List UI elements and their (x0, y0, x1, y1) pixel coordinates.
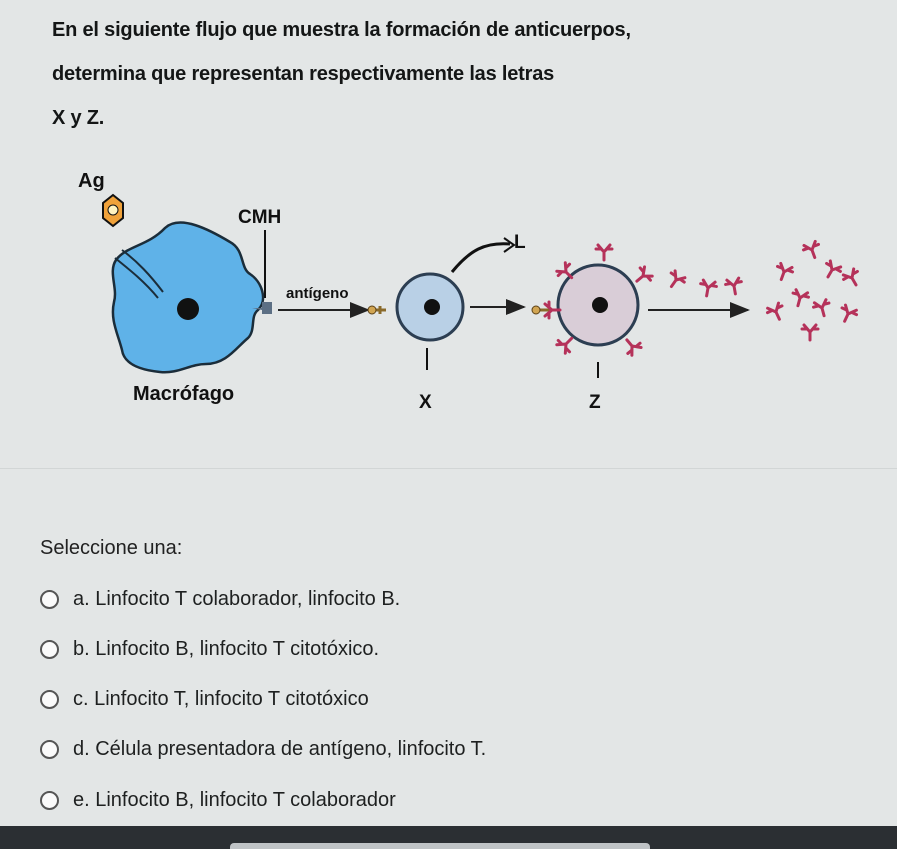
option-a[interactable]: a. Linfocito T colaborador, linfocito B. (40, 584, 400, 614)
surface-antibody-icon (555, 261, 574, 280)
radio-option-d[interactable] (40, 739, 59, 759)
cell-x-nucleus (424, 299, 440, 315)
option-d-label[interactable]: d. Célula presentadora de antígeno, linf… (73, 737, 487, 760)
surface-antibody-icon (625, 338, 643, 357)
label-cmh: CMH (238, 207, 281, 228)
surface-antibody-icon (635, 265, 654, 283)
surface-antibody-icon (555, 336, 574, 355)
released-antibodies (669, 239, 859, 342)
question-text: En el siguiente flujo que muestra la for… (52, 8, 852, 140)
option-c-label[interactable]: c. Linfocito T, linfocito T citotóxico (73, 687, 369, 710)
option-d[interactable]: d. Célula presentadora de antígeno, linf… (40, 734, 486, 764)
select-prompt: Seleccione una: (40, 537, 183, 559)
label-l: L (514, 232, 526, 253)
macrophage-nucleus (177, 298, 199, 320)
free-antibody-icon (841, 267, 859, 287)
radio-option-e[interactable] (40, 790, 59, 810)
option-e[interactable]: e. Linfocito B, linfocito T colaborador (40, 785, 396, 815)
free-antibody-icon (840, 303, 859, 323)
question-line-1: En el siguiente flujo que muestra la for… (52, 19, 631, 41)
label-macrofago: Macrófago (133, 383, 234, 405)
surface-antibody-icon (594, 243, 614, 262)
free-antibody-icon (765, 301, 784, 321)
free-antibody-icon (724, 276, 743, 296)
free-antibody-icon (825, 259, 843, 279)
antibody-formation-diagram: Ag CMH antígeno X L Z Macrófago (78, 170, 859, 413)
free-antibody-icon (699, 278, 718, 298)
macrophage-cell (111, 221, 265, 374)
radio-option-a[interactable] (40, 589, 59, 609)
free-antibody-icon (669, 269, 687, 289)
surface-antibody-icon (543, 300, 562, 320)
option-e-label[interactable]: e. Linfocito B, linfocito T colaborador (73, 788, 396, 811)
arrow-to-l (450, 242, 511, 273)
option-a-label[interactable]: a. Linfocito T colaborador, linfocito B. (73, 587, 401, 610)
option-c[interactable]: c. Linfocito T, linfocito T citotóxico (40, 684, 369, 714)
radio-option-b[interactable] (40, 639, 59, 659)
option-b[interactable]: b. Linfocito B, linfocito T citotóxico. (40, 634, 379, 664)
bottom-tab-indicator (230, 843, 650, 849)
free-antibody-icon (791, 288, 811, 308)
phagocytosis-pseudopod (114, 257, 159, 299)
label-z: Z (589, 392, 601, 413)
free-antibody-icon (800, 323, 820, 342)
cell-z-surface-antibodies (543, 243, 654, 357)
label-x: X (419, 392, 432, 413)
cell-z-nucleus (592, 297, 608, 313)
cmh-receptor-icon (252, 302, 272, 314)
free-antibody-icon (811, 298, 831, 318)
radio-option-c[interactable] (40, 689, 59, 709)
bottom-browser-bar (0, 826, 897, 849)
free-antibody-icon (801, 239, 820, 260)
option-b-label[interactable]: b. Linfocito B, linfocito T citotóxico. (73, 637, 380, 660)
question-line-2: determina que representan respectivament… (52, 63, 555, 85)
section-divider (0, 468, 897, 469)
question-line-3: X y Z. (52, 107, 105, 129)
label-antigeno: antígeno (286, 285, 349, 302)
label-ag: Ag (78, 170, 105, 192)
free-antibody-icon (776, 261, 795, 282)
